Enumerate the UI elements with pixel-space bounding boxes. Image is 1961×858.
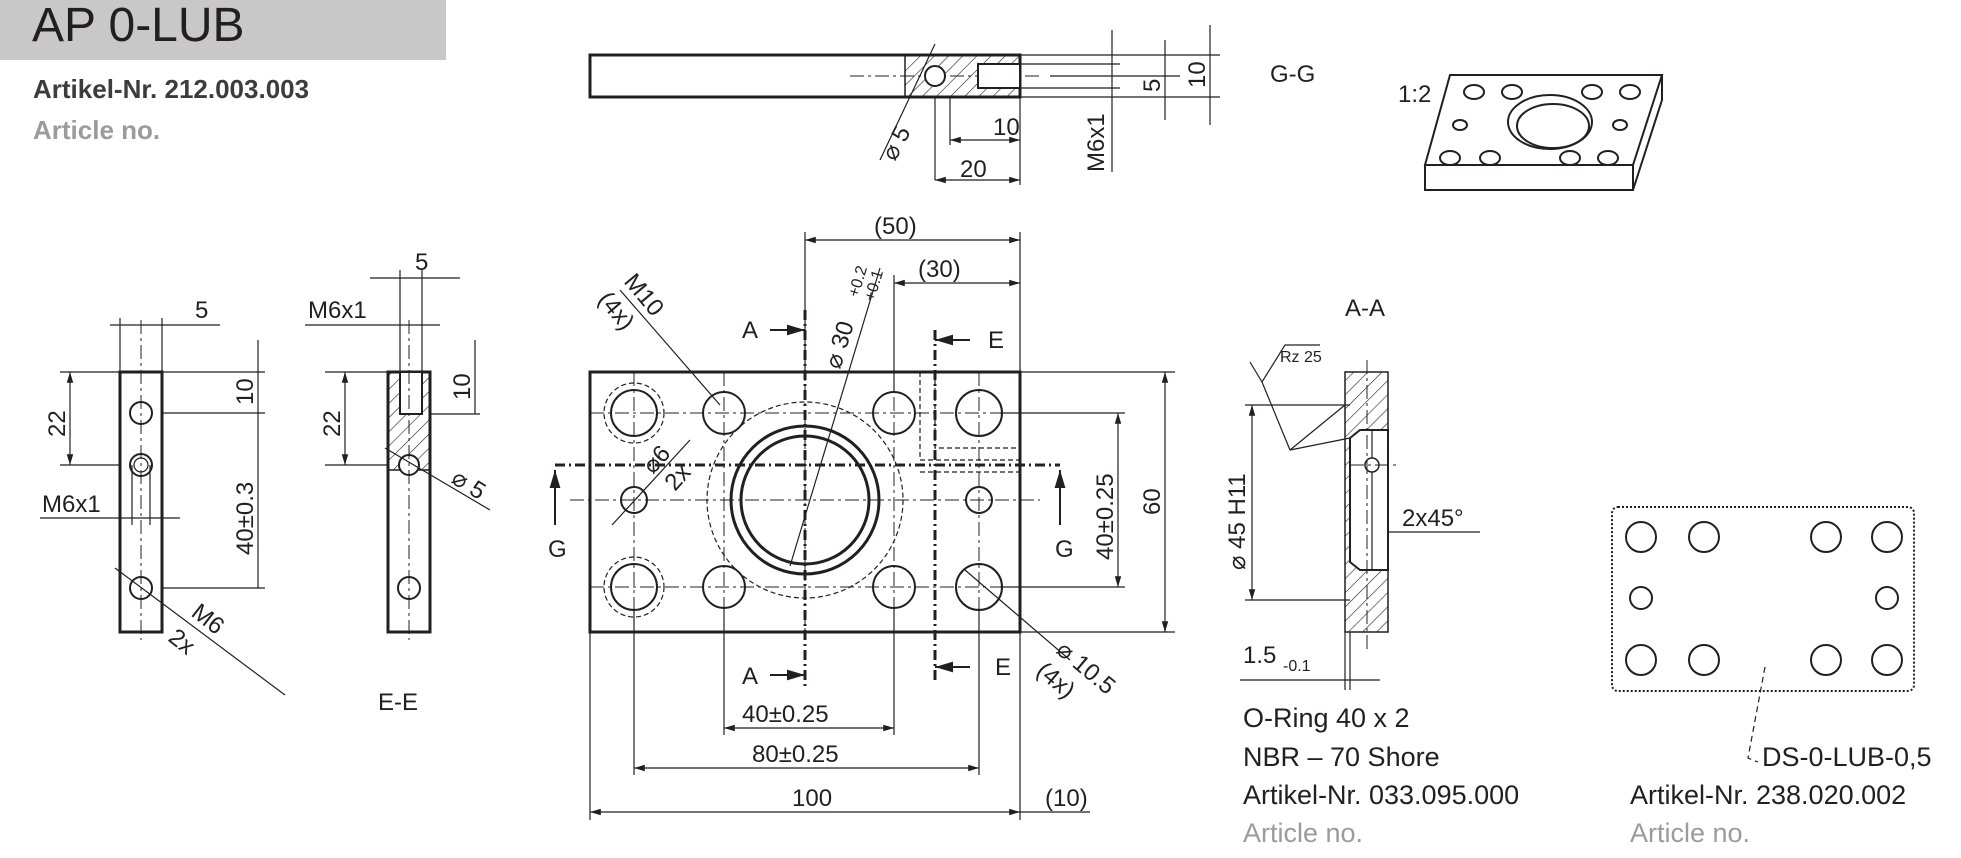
dim-left-m6x1: M6x1: [42, 491, 101, 518]
seal-reference: DS-0-LUB-0,5: [1762, 742, 1932, 772]
title-bar: AP 0-LUB: [0, 0, 446, 60]
isometric-view: 1:2: [1398, 74, 1664, 191]
dim-main-60: 60: [1139, 488, 1166, 515]
view-main-front: A A E E G G (50) (30) ⌀ 30 +0.2 +0.1 M10…: [548, 213, 1175, 820]
dim-ee-10: 10: [449, 373, 476, 400]
aa-roughness: Rz 25: [1280, 349, 1322, 366]
view-section-aa: A-A Rz 25 ⌀ 45 H11 2x45° 1.5 -0.1: [1224, 295, 1480, 690]
dim-left-40: 40±0.3: [232, 482, 259, 555]
view-section-ee: 5 M6x1 22 10 ⌀ 5 E-E: [305, 249, 490, 716]
dim-left-10: 10: [232, 378, 259, 405]
label-aa: A-A: [1345, 295, 1385, 322]
dim-top-10: 10: [993, 114, 1020, 141]
dim-main-80: 80±0.25: [752, 741, 839, 768]
seal-article: Artikel-Nr. 238.020.002: [1630, 780, 1906, 810]
dim-aa-tol: -0.1: [1283, 658, 1311, 675]
oring-note: O-Ring 40 x 2 NBR – 70 Shore Artikel-Nr.…: [1243, 703, 1519, 848]
dim-ee-5: 5: [415, 249, 428, 276]
section-g-left: G: [548, 536, 567, 563]
dim-aa-diameter-45: ⌀ 45 H11: [1224, 473, 1251, 570]
dim-main-30: (30): [918, 256, 961, 283]
article-number-en: Article no.: [33, 115, 161, 145]
dim-aa-chamfer: 2x45°: [1402, 505, 1464, 532]
dim-top-diameter-5: ⌀ 5: [876, 122, 916, 165]
dim-main-10: (10): [1045, 785, 1088, 812]
dim-main-100: 100: [792, 785, 832, 812]
dim-aa-1-5: 1.5: [1243, 642, 1276, 669]
seal-outline: [1611, 506, 1915, 692]
view-left-side: 5 22 10 40±0.3 M6x1 M6 2x: [40, 297, 286, 696]
dim-ee-diameter-5: ⌀ 5: [447, 464, 491, 505]
dim-ee-m6x1: M6x1: [308, 297, 367, 324]
section-e-bottom: E: [995, 654, 1011, 681]
dim-top-20: 20: [960, 156, 987, 183]
seal-article-en: Article no.: [1630, 818, 1750, 848]
oring-article: Artikel-Nr. 033.095.000: [1243, 780, 1519, 810]
dim-top-5: 5: [1139, 79, 1166, 92]
label-gg: G-G: [1270, 61, 1315, 88]
seal-view: DS-0-LUB-0,5 Artikel-Nr. 238.020.002 Art…: [1611, 506, 1932, 848]
oring-spec: O-Ring 40 x 2: [1243, 703, 1410, 733]
dim-main-40-vertical: 40±0.25: [1092, 473, 1119, 560]
dim-left-5: 5: [195, 297, 208, 324]
section-a-top: A: [742, 317, 758, 344]
section-g-right: G: [1055, 536, 1074, 563]
view-top-gg: 10 20 ⌀ 5 M6x1 5 10 G-G: [588, 25, 1315, 185]
label-ee: E-E: [378, 689, 418, 716]
oring-material: NBR – 70 Shore: [1243, 742, 1440, 772]
label-scale: 1:2: [1398, 81, 1431, 108]
section-e-top: E: [988, 327, 1004, 354]
dim-ee-22: 22: [319, 410, 346, 437]
dim-left-22: 22: [44, 410, 71, 437]
section-a-bottom: A: [742, 663, 758, 690]
dim-left-2x: 2x: [163, 623, 200, 660]
dim-top-10b: 10: [1184, 61, 1211, 88]
dim-main-diameter-30: ⌀ 30: [820, 318, 860, 372]
part-title: AP 0-LUB: [32, 0, 245, 52]
dim-top-m6x1: M6x1: [1083, 113, 1110, 172]
article-number: Artikel-Nr. 212.003.003: [33, 74, 310, 104]
dim-main-50: (50): [874, 213, 917, 240]
dim-main-40-horizontal: 40±0.25: [742, 701, 829, 728]
oring-article-en: Article no.: [1243, 818, 1363, 848]
